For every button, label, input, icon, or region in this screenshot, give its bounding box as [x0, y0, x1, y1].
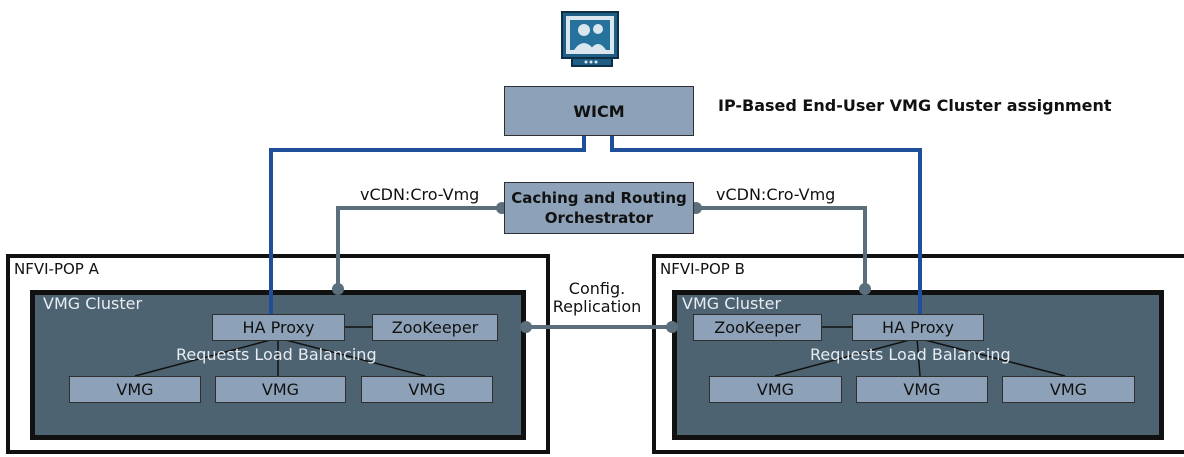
- cluster-b-label: VMG Cluster: [682, 294, 782, 313]
- ha-proxy-a[interactable]: HA Proxy: [212, 314, 345, 341]
- vmg-b-1[interactable]: VMG: [709, 376, 842, 403]
- pop-a-cro-dot: [332, 283, 344, 295]
- zookeeper-b-label: ZooKeeper: [714, 318, 801, 337]
- vmg-a-1[interactable]: VMG: [69, 376, 201, 403]
- zookeeper-a-label: ZooKeeper: [391, 318, 479, 337]
- wicm-label: WICM: [573, 101, 625, 121]
- ha-proxy-a-label: HA Proxy: [242, 318, 315, 337]
- replication-dot-a: [520, 321, 532, 333]
- cro-link-b: [696, 206, 867, 289]
- wicm-box[interactable]: WICM: [504, 86, 694, 136]
- cro-link-a: [336, 206, 502, 289]
- vmg-b-3[interactable]: VMG: [1002, 376, 1135, 403]
- orchestrator-line2: Orchestrator: [544, 209, 654, 227]
- vmg-a-2-label: VMG: [261, 380, 300, 399]
- cluster-a-label: VMG Cluster: [43, 294, 143, 313]
- vmg-a-3-label: VMG: [408, 380, 446, 399]
- replication-label: Config. Replication: [549, 280, 645, 316]
- orchestrator-box[interactable]: Caching and Routing Orchestrator: [504, 182, 694, 234]
- orchestrator-line1: Caching and Routing: [511, 189, 687, 207]
- user-monitor-icon: [560, 10, 622, 70]
- vmg-b-1-label: VMG: [756, 380, 795, 399]
- replication-line2: Replication: [552, 297, 642, 316]
- ha-proxy-b-label: HA Proxy: [882, 318, 954, 337]
- pop-b-title: NFVI-POP B: [660, 260, 745, 278]
- load-balancing-a: Requests Load Balancing: [176, 345, 377, 364]
- replication-line1: Config.: [568, 279, 626, 298]
- link-label-left: vCDN:Cro-Vmg: [360, 185, 480, 204]
- pop-a-title: NFVI-POP A: [14, 260, 99, 278]
- link-label-right: vCDN:Cro-Vmg: [716, 185, 836, 204]
- vmg-b-3-label: VMG: [1049, 380, 1088, 399]
- load-balancing-b: Requests Load Balancing: [810, 345, 1011, 364]
- vmg-a-3[interactable]: VMG: [361, 376, 493, 403]
- wicm-link-b: [610, 135, 922, 316]
- vmg-b-2[interactable]: VMG: [856, 376, 988, 403]
- replication-dot-b: [666, 321, 678, 333]
- wicm-link-a: [269, 135, 586, 316]
- ha-proxy-b[interactable]: HA Proxy: [852, 314, 984, 341]
- vmg-a-2[interactable]: VMG: [215, 376, 346, 403]
- zookeeper-b[interactable]: ZooKeeper: [693, 314, 822, 341]
- vmg-b-2-label: VMG: [903, 380, 941, 399]
- zookeeper-a[interactable]: ZooKeeper: [372, 314, 498, 341]
- wicm-note: IP-Based End-User VMG Cluster assignment: [718, 96, 1112, 115]
- vmg-a-1-label: VMG: [116, 380, 154, 399]
- pop-b-cro-dot: [859, 283, 871, 295]
